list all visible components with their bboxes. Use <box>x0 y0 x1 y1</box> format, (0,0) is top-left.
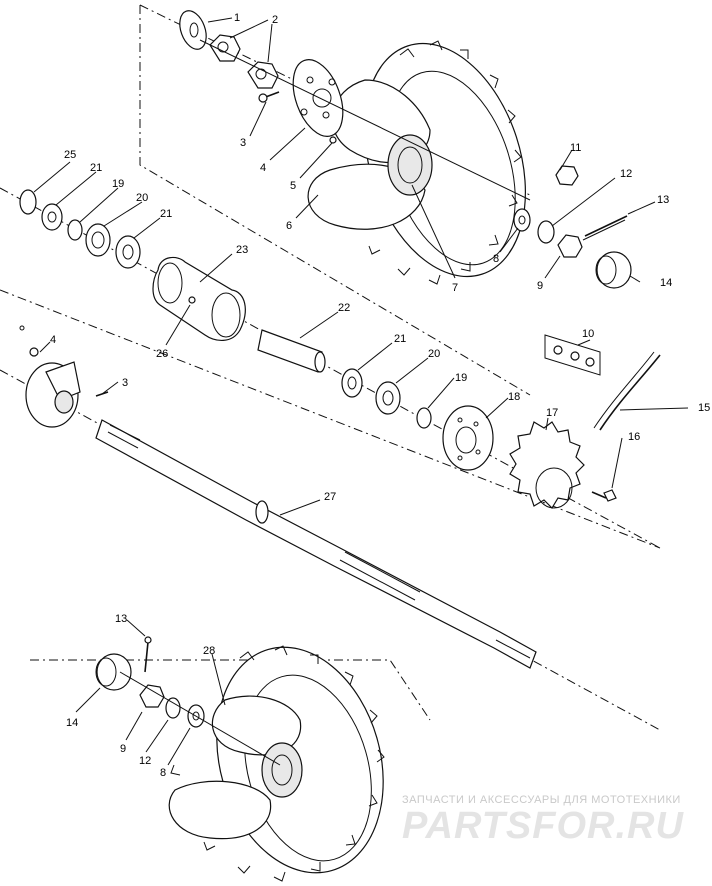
callout-8: 8 <box>493 253 499 265</box>
callout-22: 22 <box>338 302 350 314</box>
callout-9: 9 <box>537 280 543 292</box>
callout-4b: 4 <box>50 334 56 346</box>
callout-10: 10 <box>582 328 594 340</box>
callout-numbers: 1 2 3 4 5 6 7 8 9 11 12 13 14 25 21 19 2… <box>50 12 710 779</box>
callout-2: 2 <box>272 14 278 26</box>
top-wheel-assembly <box>179 10 632 289</box>
watermark-logo: PARTSFOR.RU <box>402 805 684 847</box>
axle-shaft <box>95 419 537 669</box>
callout-12b: 12 <box>139 755 151 767</box>
callout-3b: 3 <box>122 377 128 389</box>
callout-19b: 19 <box>455 372 467 384</box>
callout-28: 28 <box>203 645 215 657</box>
callout-23: 23 <box>236 244 248 256</box>
callout-13: 13 <box>657 194 669 206</box>
callout-21b: 21 <box>160 208 172 220</box>
callout-17: 17 <box>546 407 558 419</box>
callout-3: 3 <box>240 137 246 149</box>
callout-27: 27 <box>324 491 336 503</box>
callout-25: 25 <box>64 149 76 161</box>
callout-16: 16 <box>628 431 640 443</box>
watermark: ЗАПЧАСТИ И АКСЕССУАРЫ ДЛЯ МОТОТЕХНИКИ PA… <box>402 794 684 847</box>
leader-lines <box>33 17 689 766</box>
callout-20b: 20 <box>428 348 440 360</box>
callout-1: 1 <box>234 12 240 24</box>
callout-15: 15 <box>698 402 710 414</box>
callout-21c: 21 <box>394 333 406 345</box>
callout-14b: 14 <box>66 717 78 729</box>
callout-8b: 8 <box>160 767 166 779</box>
callout-20a: 20 <box>136 192 148 204</box>
axle-bearing-assembly <box>19 189 661 509</box>
callout-14: 14 <box>660 277 672 289</box>
callout-12: 12 <box>620 168 632 180</box>
callout-6: 6 <box>286 220 292 232</box>
callout-11: 11 <box>570 142 581 154</box>
callout-19a: 19 <box>112 178 124 190</box>
callout-26: 26 <box>156 348 168 360</box>
callout-9b: 9 <box>120 743 126 755</box>
callout-4: 4 <box>260 162 266 174</box>
callout-7: 7 <box>452 282 458 294</box>
callout-13b: 13 <box>115 613 127 625</box>
bottom-wheel-assembly <box>95 636 385 882</box>
callout-5: 5 <box>290 180 296 192</box>
callout-21a: 21 <box>90 162 102 174</box>
callout-18: 18 <box>508 391 520 403</box>
watermark-tagline: ЗАПЧАСТИ И АКСЕССУАРЫ ДЛЯ МОТОТЕХНИКИ <box>402 794 681 806</box>
